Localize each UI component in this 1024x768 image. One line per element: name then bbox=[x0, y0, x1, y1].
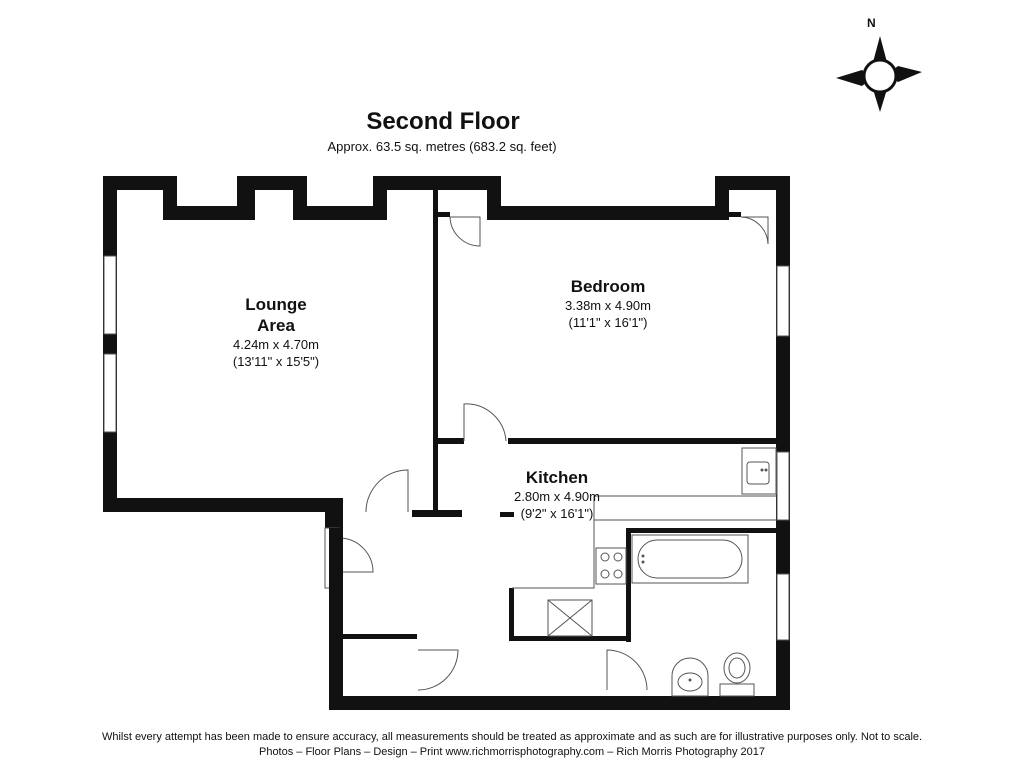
floor-title: Second Floor bbox=[366, 108, 520, 135]
partition-wall bbox=[433, 190, 438, 510]
disclaimer-text: Whilst every attempt has been made to en… bbox=[101, 731, 923, 743]
room-name: Kitchen bbox=[525, 468, 589, 487]
kitchen-sink bbox=[741, 447, 777, 495]
floor-area: Approx. 63.5 sq. metres (683.2 sq. feet) bbox=[327, 139, 557, 154]
credit-text: Photos – Floor Plans – Design – Print ww… bbox=[258, 746, 766, 758]
lounge-window-2 bbox=[103, 353, 117, 433]
room-bedroom: Bedroom 3.38m x 4.90m (11'1" x 16'1") bbox=[528, 276, 688, 331]
toilet bbox=[719, 652, 755, 697]
room-kitchen: Kitchen 2.80m x 4.90m (9'2" x 16'1") bbox=[477, 467, 637, 522]
bedroom-door bbox=[463, 403, 507, 442]
lounge-door bbox=[365, 469, 409, 513]
storage-door bbox=[417, 649, 459, 691]
compass-icon bbox=[836, 36, 922, 112]
lounge-window-1 bbox=[103, 255, 117, 335]
bath bbox=[631, 534, 749, 584]
bedroom-walls bbox=[438, 176, 790, 710]
cupboard-door-left bbox=[449, 216, 481, 247]
bedroom-window bbox=[776, 265, 790, 337]
bathroom-door bbox=[606, 649, 648, 691]
basin bbox=[671, 657, 709, 697]
bathroom-window bbox=[776, 573, 790, 641]
room-name: Bedroom bbox=[570, 277, 646, 296]
room-metric: 4.24m x 4.70m bbox=[233, 337, 319, 352]
room-name-line1: Lounge bbox=[245, 295, 307, 314]
room-metric: 3.38m x 4.90m bbox=[565, 298, 651, 313]
kitchen-worktops bbox=[512, 495, 776, 637]
room-metric: 2.80m x 4.90m bbox=[514, 489, 600, 504]
hall-walls bbox=[329, 512, 790, 710]
room-imperial: (9'2" x 16'1") bbox=[520, 506, 594, 521]
room-name-line2: Area bbox=[257, 316, 295, 335]
kitchen-window bbox=[776, 451, 790, 521]
compass-north-label: N bbox=[867, 16, 876, 30]
room-imperial: (11'1" x 16'1") bbox=[568, 315, 648, 330]
cupboard-door-right bbox=[740, 216, 769, 245]
room-imperial: (13'11" x 15'5") bbox=[232, 354, 320, 369]
hob bbox=[595, 547, 627, 585]
entrance-door bbox=[338, 537, 374, 573]
room-lounge: Lounge Area 4.24m x 4.70m (13'11" x 15'5… bbox=[196, 294, 356, 370]
